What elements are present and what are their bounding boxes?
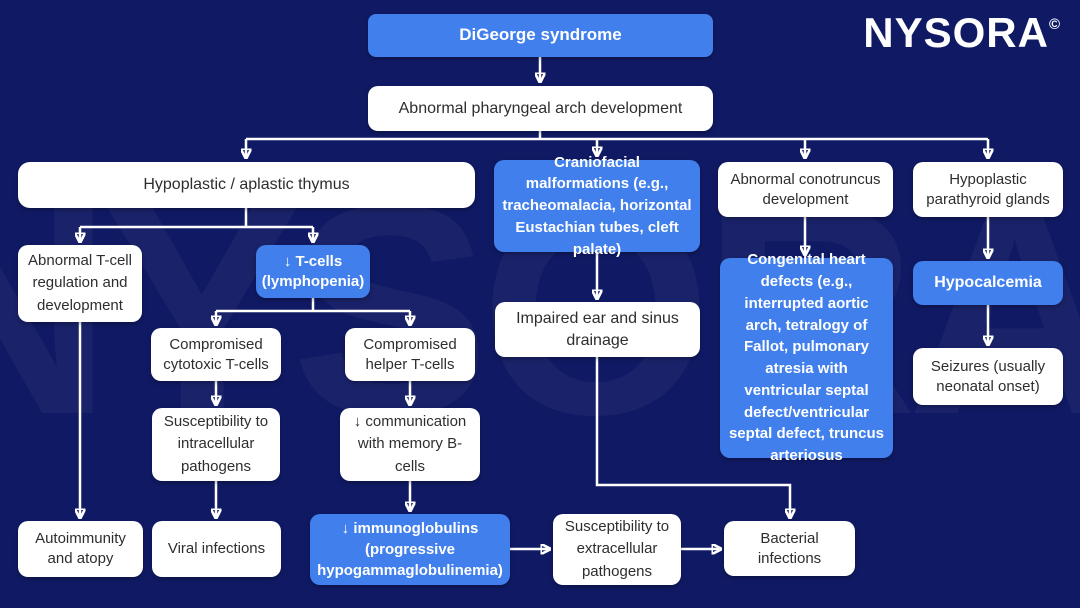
node-susceptibility-extracellular: Susceptibility to extracellular pathogen… [553, 514, 681, 585]
nysora-logo-copyright: © [1048, 16, 1060, 33]
node-abnormal-conotruncus: Abnormal conotruncus development [718, 162, 893, 217]
node-viral-infections: Viral infections [152, 521, 281, 577]
node-impaired-ear-sinus-drainage: Impaired ear and sinus drainage [495, 302, 700, 357]
node-hypoplastic-aplastic-thymus: Hypoplastic / aplastic thymus [18, 162, 475, 208]
node-digeorge-syndrome: DiGeorge syndrome [368, 14, 713, 57]
nysora-logo: NYSORA© [863, 12, 1060, 54]
node-susceptibility-intracellular: Susceptibility to intracellular pathogen… [152, 408, 280, 481]
node-decreased-communication-memory-bcells: ↓ communication with memory B-cells [340, 408, 480, 481]
node-abnormal-pharyngeal-arch: Abnormal pharyngeal arch development [368, 86, 713, 131]
node-hypoplastic-parathyroid: Hypoplastic parathyroid glands [913, 162, 1063, 217]
node-decreased-immunoglobulins: ↓ immunoglobulins (progressive hypogamma… [310, 514, 510, 585]
nysora-logo-text: NYSORA [863, 9, 1049, 56]
node-congenital-heart-defects: Congenital heart defects (e.g., interrup… [720, 251, 893, 464]
node-compromised-cytotoxic-tcells: Compromised cytotoxic T-cells [151, 328, 281, 381]
node-seizures-neonatal: Seizures (usually neonatal onset) [913, 348, 1063, 405]
node-decreased-tcells-lymphopenia: ↓ T-cells (lymphopenia) [256, 245, 370, 298]
node-hypocalcemia: Hypocalcemia [913, 261, 1063, 305]
node-autoimmunity-and-atopy: Autoimmunity and atopy [18, 521, 143, 577]
node-craniofacial-malformations: Craniofacial malformations (e.g., trache… [494, 154, 700, 258]
node-compromised-helper-tcells: Compromised helper T-cells [345, 328, 475, 381]
node-bacterial-infections: Bacterial infections [724, 521, 855, 576]
node-abnormal-tcell-regulation: Abnormal T-cell regulation and developme… [18, 245, 142, 322]
